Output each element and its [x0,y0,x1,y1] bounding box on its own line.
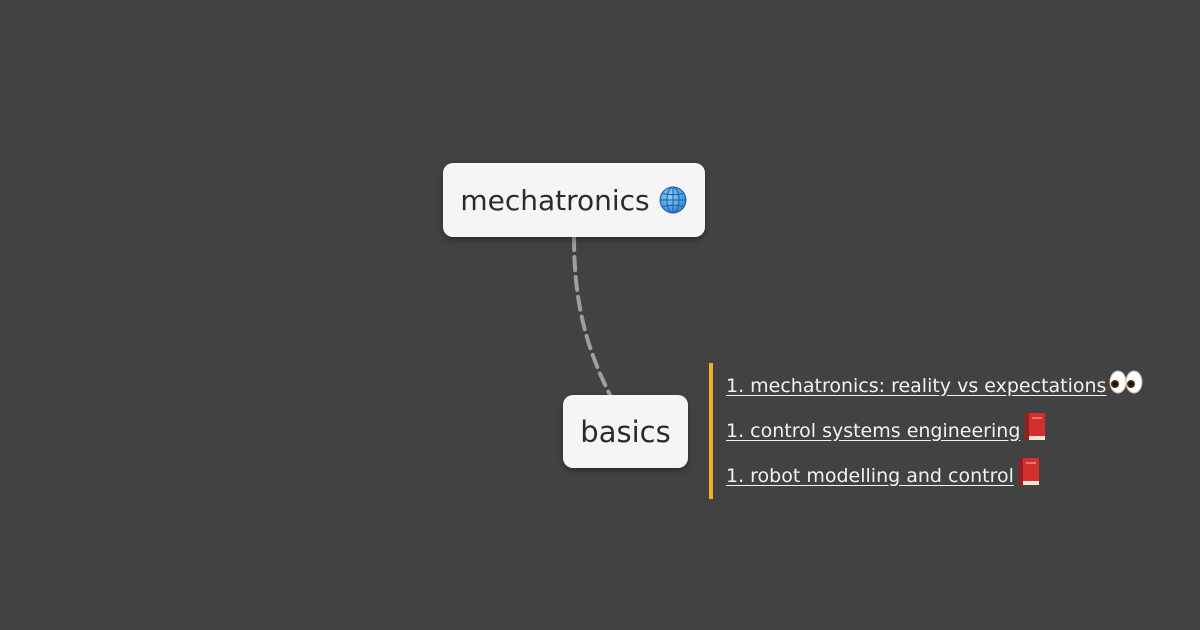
globe-icon [659,186,687,214]
list-item: 1. robot modelling and control [726,453,1143,498]
root-node-label: mechatronics [460,183,650,217]
book-icon [1025,412,1046,440]
resource-link-1[interactable]: 1. mechatronics: reality vs expectations [726,374,1107,397]
child-node-label: basics [580,414,671,449]
resource-link-list: 1. mechatronics: reality vs expectations… [709,363,1143,499]
child-node-basics[interactable]: basics [563,395,688,468]
eyes-icon [1109,370,1143,393]
resource-link-3[interactable]: 1. robot modelling and control [726,464,1014,487]
list-item: 1. mechatronics: reality vs expectations [726,363,1143,408]
root-node[interactable]: mechatronics [443,163,705,237]
list-item: 1. control systems engineering [726,408,1143,453]
book-icon [1018,457,1039,485]
resource-link-2[interactable]: 1. control systems engineering [726,419,1021,442]
